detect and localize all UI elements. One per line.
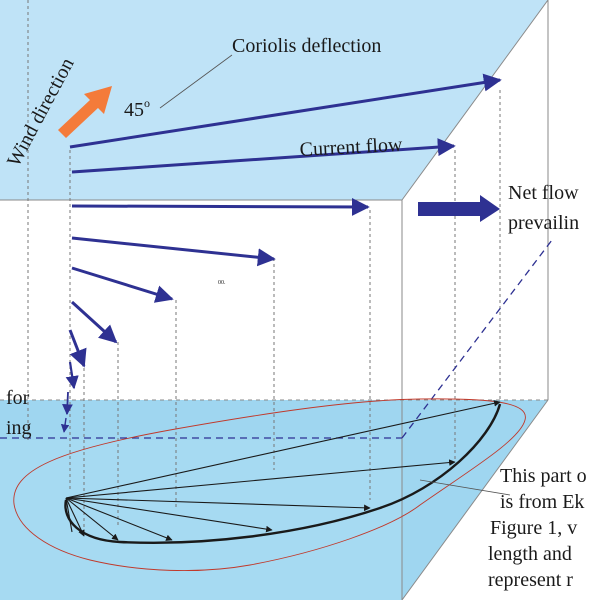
note-text: This part o is from Ek Figure 1, v lengt… <box>488 465 587 591</box>
surface-arrows <box>69 73 502 174</box>
depth-arrows <box>60 197 370 433</box>
depth-arrow-1 <box>71 197 370 216</box>
svg-text:This part o: This part o <box>500 465 587 487</box>
wind-arrow-icon <box>58 86 112 138</box>
depth-arrow-3 <box>71 266 174 303</box>
tiny-mark: 00. <box>218 280 226 286</box>
net-flow-label-2: prevailin <box>508 212 579 234</box>
angle-label: 45o <box>124 96 150 121</box>
current-flow-arrow <box>71 138 456 174</box>
coriolis-deflection-arrow <box>69 73 502 149</box>
svg-text:length and: length and <box>488 543 572 565</box>
depth-arrow-6 <box>65 361 79 390</box>
coriolis-label: Coriolis deflection <box>232 35 381 57</box>
depth-arrow-7 <box>62 391 73 416</box>
net-flow-dashed <box>0 239 553 439</box>
net-flow-arrow-icon <box>418 195 500 222</box>
left-label-1: for <box>6 387 30 409</box>
svg-text:is from Ek: is from Ek <box>500 491 584 513</box>
current-flow-label: Current flow <box>299 134 403 161</box>
leader-lines <box>159 54 511 496</box>
projection-lines <box>27 0 501 535</box>
depth-arrow-2 <box>71 236 276 267</box>
net-flow-label-1: Net flow <box>508 182 579 204</box>
svg-text:represent r: represent r <box>488 569 573 591</box>
hodograph-envelope <box>64 403 502 544</box>
depth-arrow-4 <box>70 300 118 344</box>
hodograph-arrows <box>65 400 501 541</box>
svg-text:Figure 1, v: Figure 1, v <box>490 517 577 539</box>
left-label-2: ing <box>6 417 32 439</box>
depth-arrow-5 <box>68 329 87 368</box>
spiral-outline <box>13 398 526 572</box>
box-edges <box>0 0 549 600</box>
depth-arrow-8 <box>60 417 70 433</box>
